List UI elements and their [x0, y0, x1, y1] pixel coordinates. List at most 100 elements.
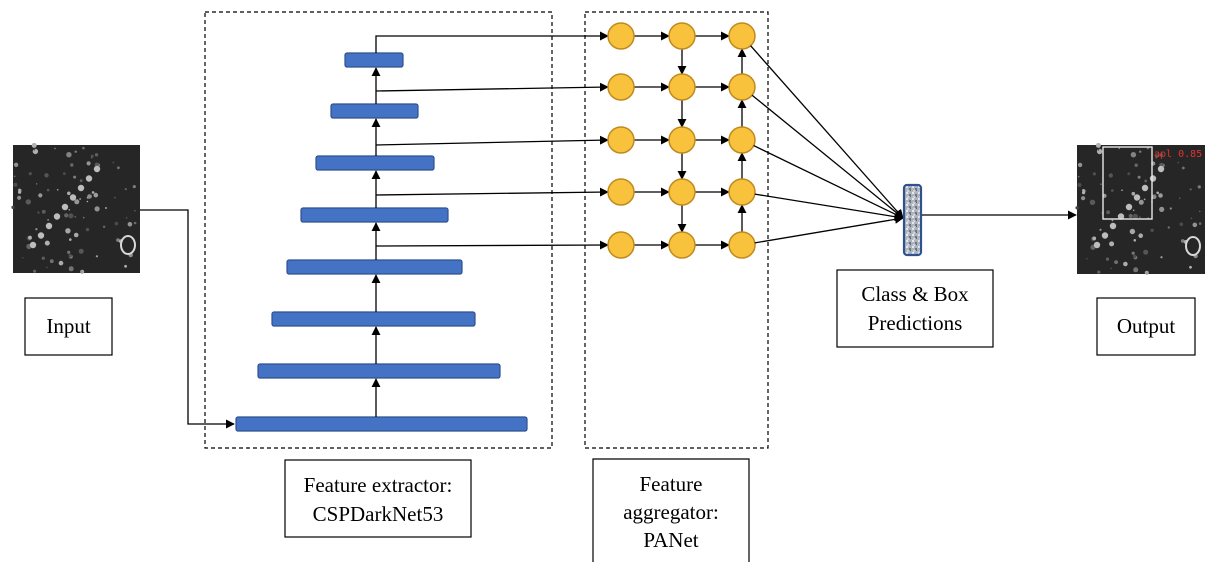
texture-speck: [37, 211, 40, 214]
head-input-arrow: [754, 214, 904, 244]
texture-speck: [1189, 188, 1192, 191]
texture-speck: [1138, 216, 1141, 219]
texture-speck: [47, 219, 49, 221]
backbone-block: [300, 207, 449, 223]
texture-speck: [79, 179, 83, 183]
texture-speck: [1127, 172, 1131, 176]
panet-node: [607, 22, 635, 50]
texture-speck: [44, 173, 49, 178]
panet-node: [728, 231, 756, 259]
texture-speck: [74, 150, 77, 153]
texture-speck: [86, 200, 89, 203]
predictions-label-line1: Class & Box: [861, 282, 969, 306]
panet-node: [668, 126, 696, 154]
panet-node: [607, 231, 635, 259]
texture-spot: [1109, 222, 1117, 230]
texture-speck: [17, 195, 22, 200]
texture-speck: [1137, 175, 1141, 179]
texture-speck: [114, 196, 116, 199]
texture-spot: [1149, 175, 1157, 182]
panet-node: [607, 126, 635, 154]
texture-speck: [33, 269, 37, 273]
texture-speck: [74, 215, 77, 218]
aggregator-label-box: Feature aggregator: PANet: [592, 458, 750, 562]
texture-speck: [64, 213, 69, 218]
texture-speck: [1129, 228, 1136, 235]
texture-speck: [68, 209, 71, 211]
texture-speck: [124, 264, 127, 268]
backbone-block: [235, 416, 528, 432]
texture-spot: [53, 213, 61, 220]
texture-speck: [33, 149, 36, 151]
texture-speck: [79, 198, 81, 200]
texture-speck: [13, 182, 18, 187]
texture-speck: [1132, 209, 1135, 212]
texture-speck: [1118, 147, 1121, 150]
panet-node: [668, 73, 696, 101]
texture-spot: [85, 175, 93, 182]
texture-speck: [44, 240, 50, 246]
backbone-block: [330, 103, 419, 119]
panet-node: [607, 178, 635, 206]
texture-speck: [25, 199, 31, 205]
texture-speck: [1169, 207, 1172, 210]
lateral-arrow: [375, 187, 609, 197]
texture-speck: [127, 222, 133, 227]
texture-speck: [104, 206, 108, 210]
texture-speck: [11, 205, 15, 209]
output-label: Output: [1117, 314, 1176, 338]
texture-speck: [1123, 261, 1128, 267]
extractor-label-box: Feature extractor: CSPDarkNet53: [284, 459, 472, 538]
extractor-label-line2: CSPDarkNet53: [313, 502, 444, 526]
output-image: apl 0.85: [1075, 142, 1205, 275]
texture-speck: [28, 172, 32, 176]
texture-speck: [82, 216, 85, 219]
texture-speck: [82, 146, 85, 150]
texture-speck: [54, 147, 56, 150]
texture-speck: [18, 188, 21, 192]
texture-speck: [1159, 153, 1163, 157]
aggregator-label-line2: aggregator:: [623, 500, 719, 524]
backbone-block: [257, 363, 501, 379]
texture-speck: [125, 217, 128, 219]
texture-speck: [46, 266, 48, 268]
panet-node: [607, 73, 635, 101]
texture-spot: [1093, 241, 1101, 249]
texture-speck: [41, 256, 45, 260]
lateral-arrow: [375, 135, 609, 146]
input-image: [11, 142, 140, 274]
output-label-box: Output: [1096, 297, 1196, 356]
texture-speck: [1160, 256, 1163, 259]
texture-speck: [78, 248, 84, 254]
panet-node: [668, 22, 696, 50]
texture-speck: [1077, 162, 1083, 168]
texture-speck: [28, 235, 32, 240]
texture-speck: [1130, 152, 1137, 158]
texture-speck: [67, 250, 71, 254]
texture-speck: [94, 206, 100, 212]
panet-node: [728, 22, 756, 50]
texture-speck: [13, 175, 16, 178]
texture-speck: [68, 254, 72, 258]
texture-speck: [1108, 173, 1114, 178]
texture-speck: [68, 266, 74, 272]
texture-speck: [56, 189, 59, 191]
texture-speck: [68, 213, 74, 219]
texture-speck: [1158, 193, 1163, 198]
backbone-block: [315, 155, 435, 171]
texture-speck: [89, 193, 92, 195]
panet-arrows: [634, 31, 747, 250]
texture-speck: [1143, 249, 1149, 255]
texture-speck: [117, 166, 120, 170]
texture-speck: [38, 193, 43, 198]
texture-speck: [1096, 148, 1103, 155]
texture-speck: [1075, 206, 1079, 210]
predictions-label-box: Class & Box Predictions: [836, 269, 994, 348]
texture-speck: [1133, 239, 1137, 242]
texture-speck: [1167, 226, 1171, 229]
input-image-texture: [11, 142, 137, 274]
texture-speck: [49, 259, 54, 264]
head-input-arrow: [754, 193, 904, 222]
texture-speck: [70, 163, 74, 167]
panet-nodes: [607, 22, 756, 259]
